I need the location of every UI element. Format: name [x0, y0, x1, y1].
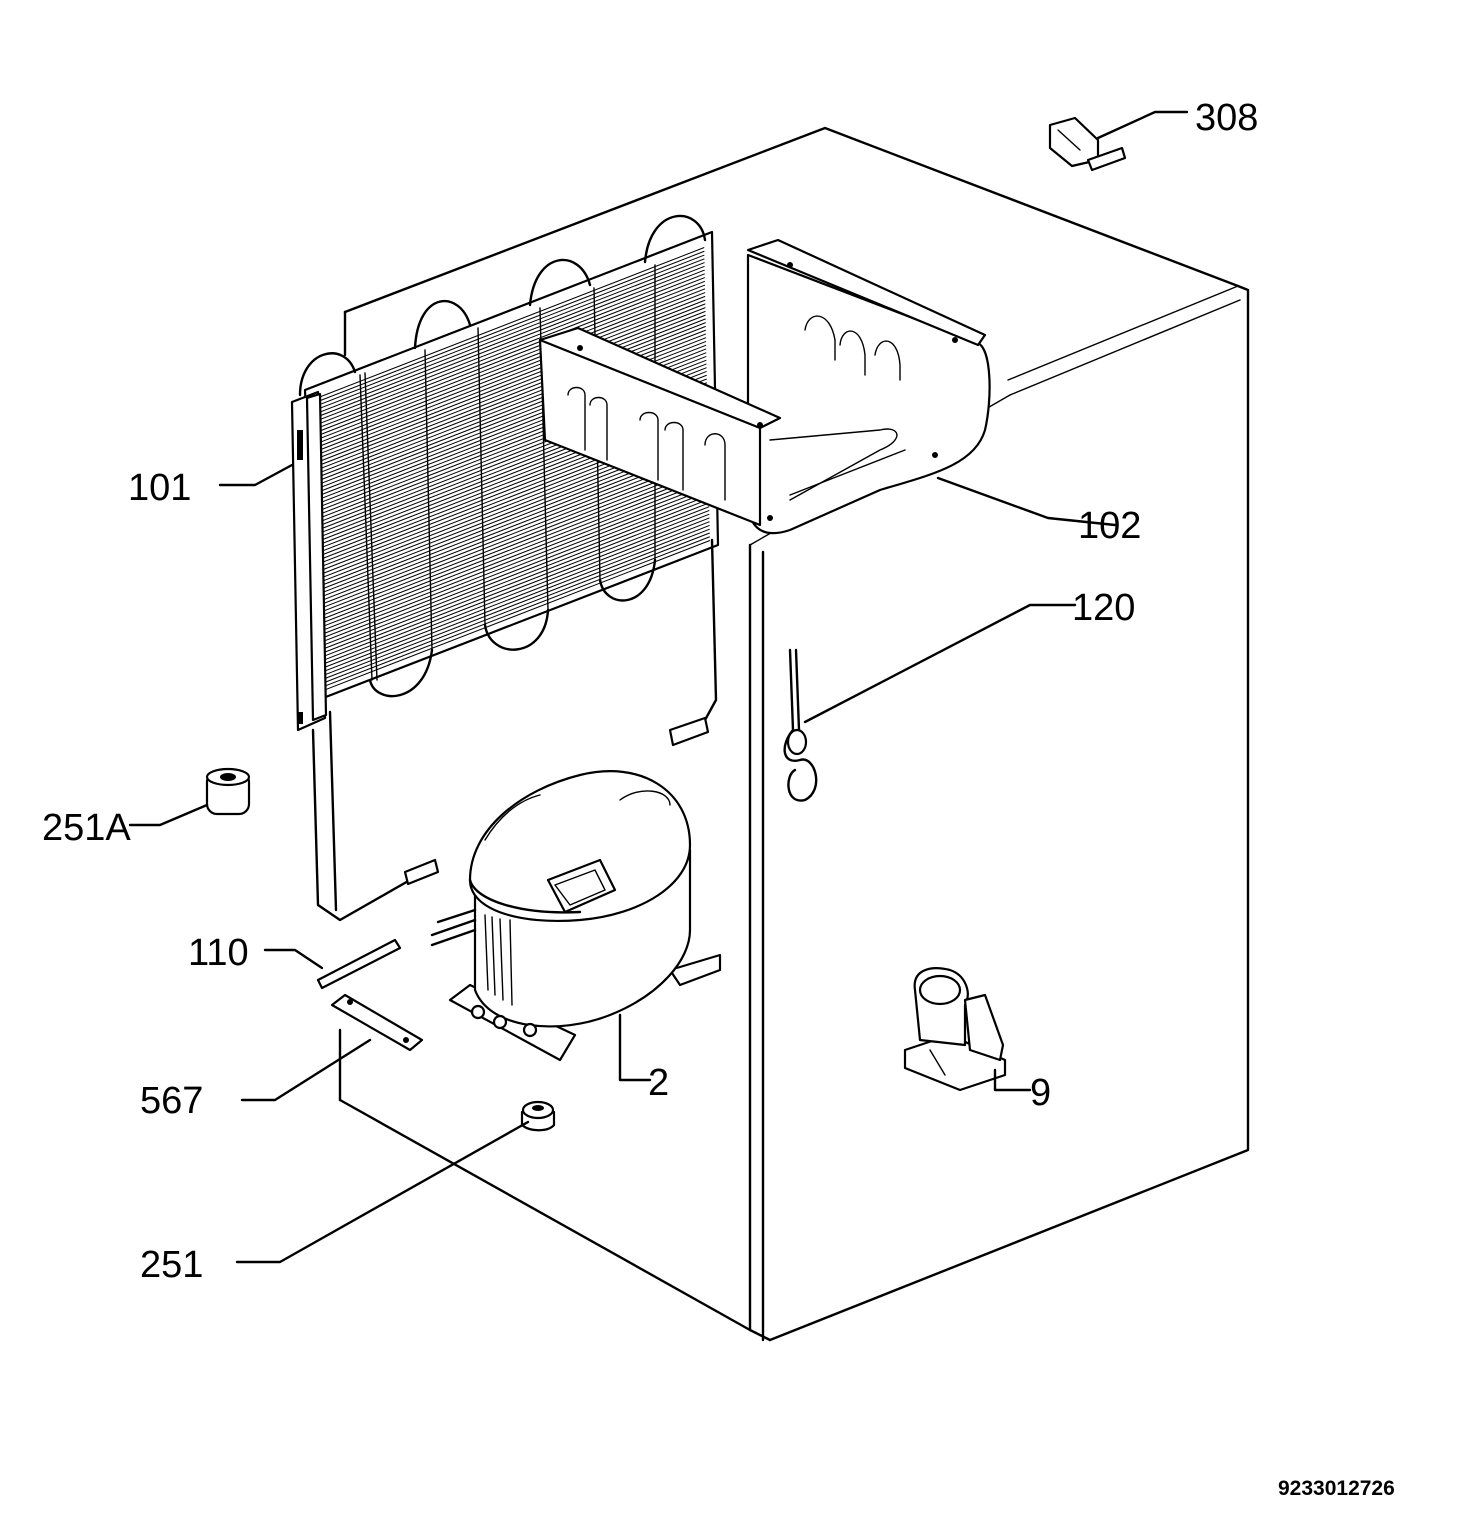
condenser-fin [315, 307, 706, 460]
part-251-foot [520, 1100, 556, 1132]
condenser-fin [314, 277, 705, 430]
part-110-tube [316, 938, 402, 990]
condenser-fin [316, 318, 706, 471]
condenser-fin [314, 280, 706, 434]
condenser-fin [324, 509, 710, 661]
label-102: 102 [1078, 505, 1141, 547]
label-120: 120 [1072, 587, 1135, 629]
condenser-fin [315, 288, 706, 441]
label-308: 308 [1195, 97, 1258, 139]
condenser-fin [323, 502, 710, 653]
condenser-fin [315, 295, 706, 449]
condenser-fin [314, 273, 705, 426]
condenser-fin [322, 472, 709, 624]
callout-labels: 101 102 120 308 251A 110 567 2 9 251 [42, 97, 1258, 1286]
condenser-fin [324, 506, 710, 657]
condenser-fin [325, 536, 710, 687]
condenser-fin [313, 262, 705, 415]
condenser-fin [313, 247, 705, 400]
condenser-fin [322, 457, 709, 609]
condenser-fin [314, 265, 705, 419]
condenser-fin [324, 513, 710, 664]
label-2: 2 [648, 1062, 669, 1104]
condenser-fin [322, 464, 709, 616]
condenser-fin [313, 250, 705, 404]
part-567-plate [330, 993, 424, 1052]
label-9: 9 [1030, 1072, 1051, 1114]
part-251A-grommet [205, 767, 251, 816]
condenser-fin [325, 528, 710, 679]
condenser-fin [323, 498, 710, 650]
condenser-fin [325, 532, 710, 683]
condenser-fin [314, 284, 706, 438]
part-9-relay [903, 967, 1007, 1092]
condenser-fin [316, 322, 706, 475]
part-308-clip [1048, 116, 1127, 172]
condenser-fin [324, 517, 710, 668]
document-number: 9233012726 [1278, 1477, 1395, 1500]
condenser-fin [313, 254, 705, 408]
thermostat-sensor-120 [783, 648, 818, 802]
condenser-fin [314, 269, 705, 423]
condenser-fin [313, 258, 705, 412]
condenser-fin [323, 494, 710, 646]
cabinet-body [338, 126, 1250, 1342]
label-251: 251 [140, 1244, 203, 1286]
condenser-fin [323, 491, 710, 642]
condenser-fin [315, 299, 706, 452]
condenser-fin [323, 487, 710, 638]
label-101: 101 [128, 467, 191, 509]
condenser-fin [315, 292, 706, 445]
condenser-fin [325, 540, 711, 691]
compressor-2 [430, 770, 722, 1062]
leader-lines [128, 110, 1189, 1264]
condenser-fin [315, 310, 706, 464]
label-251A: 251A [42, 807, 131, 849]
condenser-fin [324, 524, 710, 676]
condenser-fin [322, 476, 709, 627]
condenser-fin [323, 479, 709, 631]
label-110: 110 [188, 932, 249, 974]
condenser-fin [324, 521, 710, 672]
condenser-fin [315, 303, 706, 456]
condenser-fin [322, 468, 709, 620]
evaporator-102 [538, 238, 991, 535]
condenser-fin [316, 314, 706, 467]
condenser-fin [322, 461, 709, 612]
condenser-fin [323, 483, 709, 635]
label-567: 567 [140, 1080, 203, 1122]
condenser-fin [316, 325, 706, 478]
